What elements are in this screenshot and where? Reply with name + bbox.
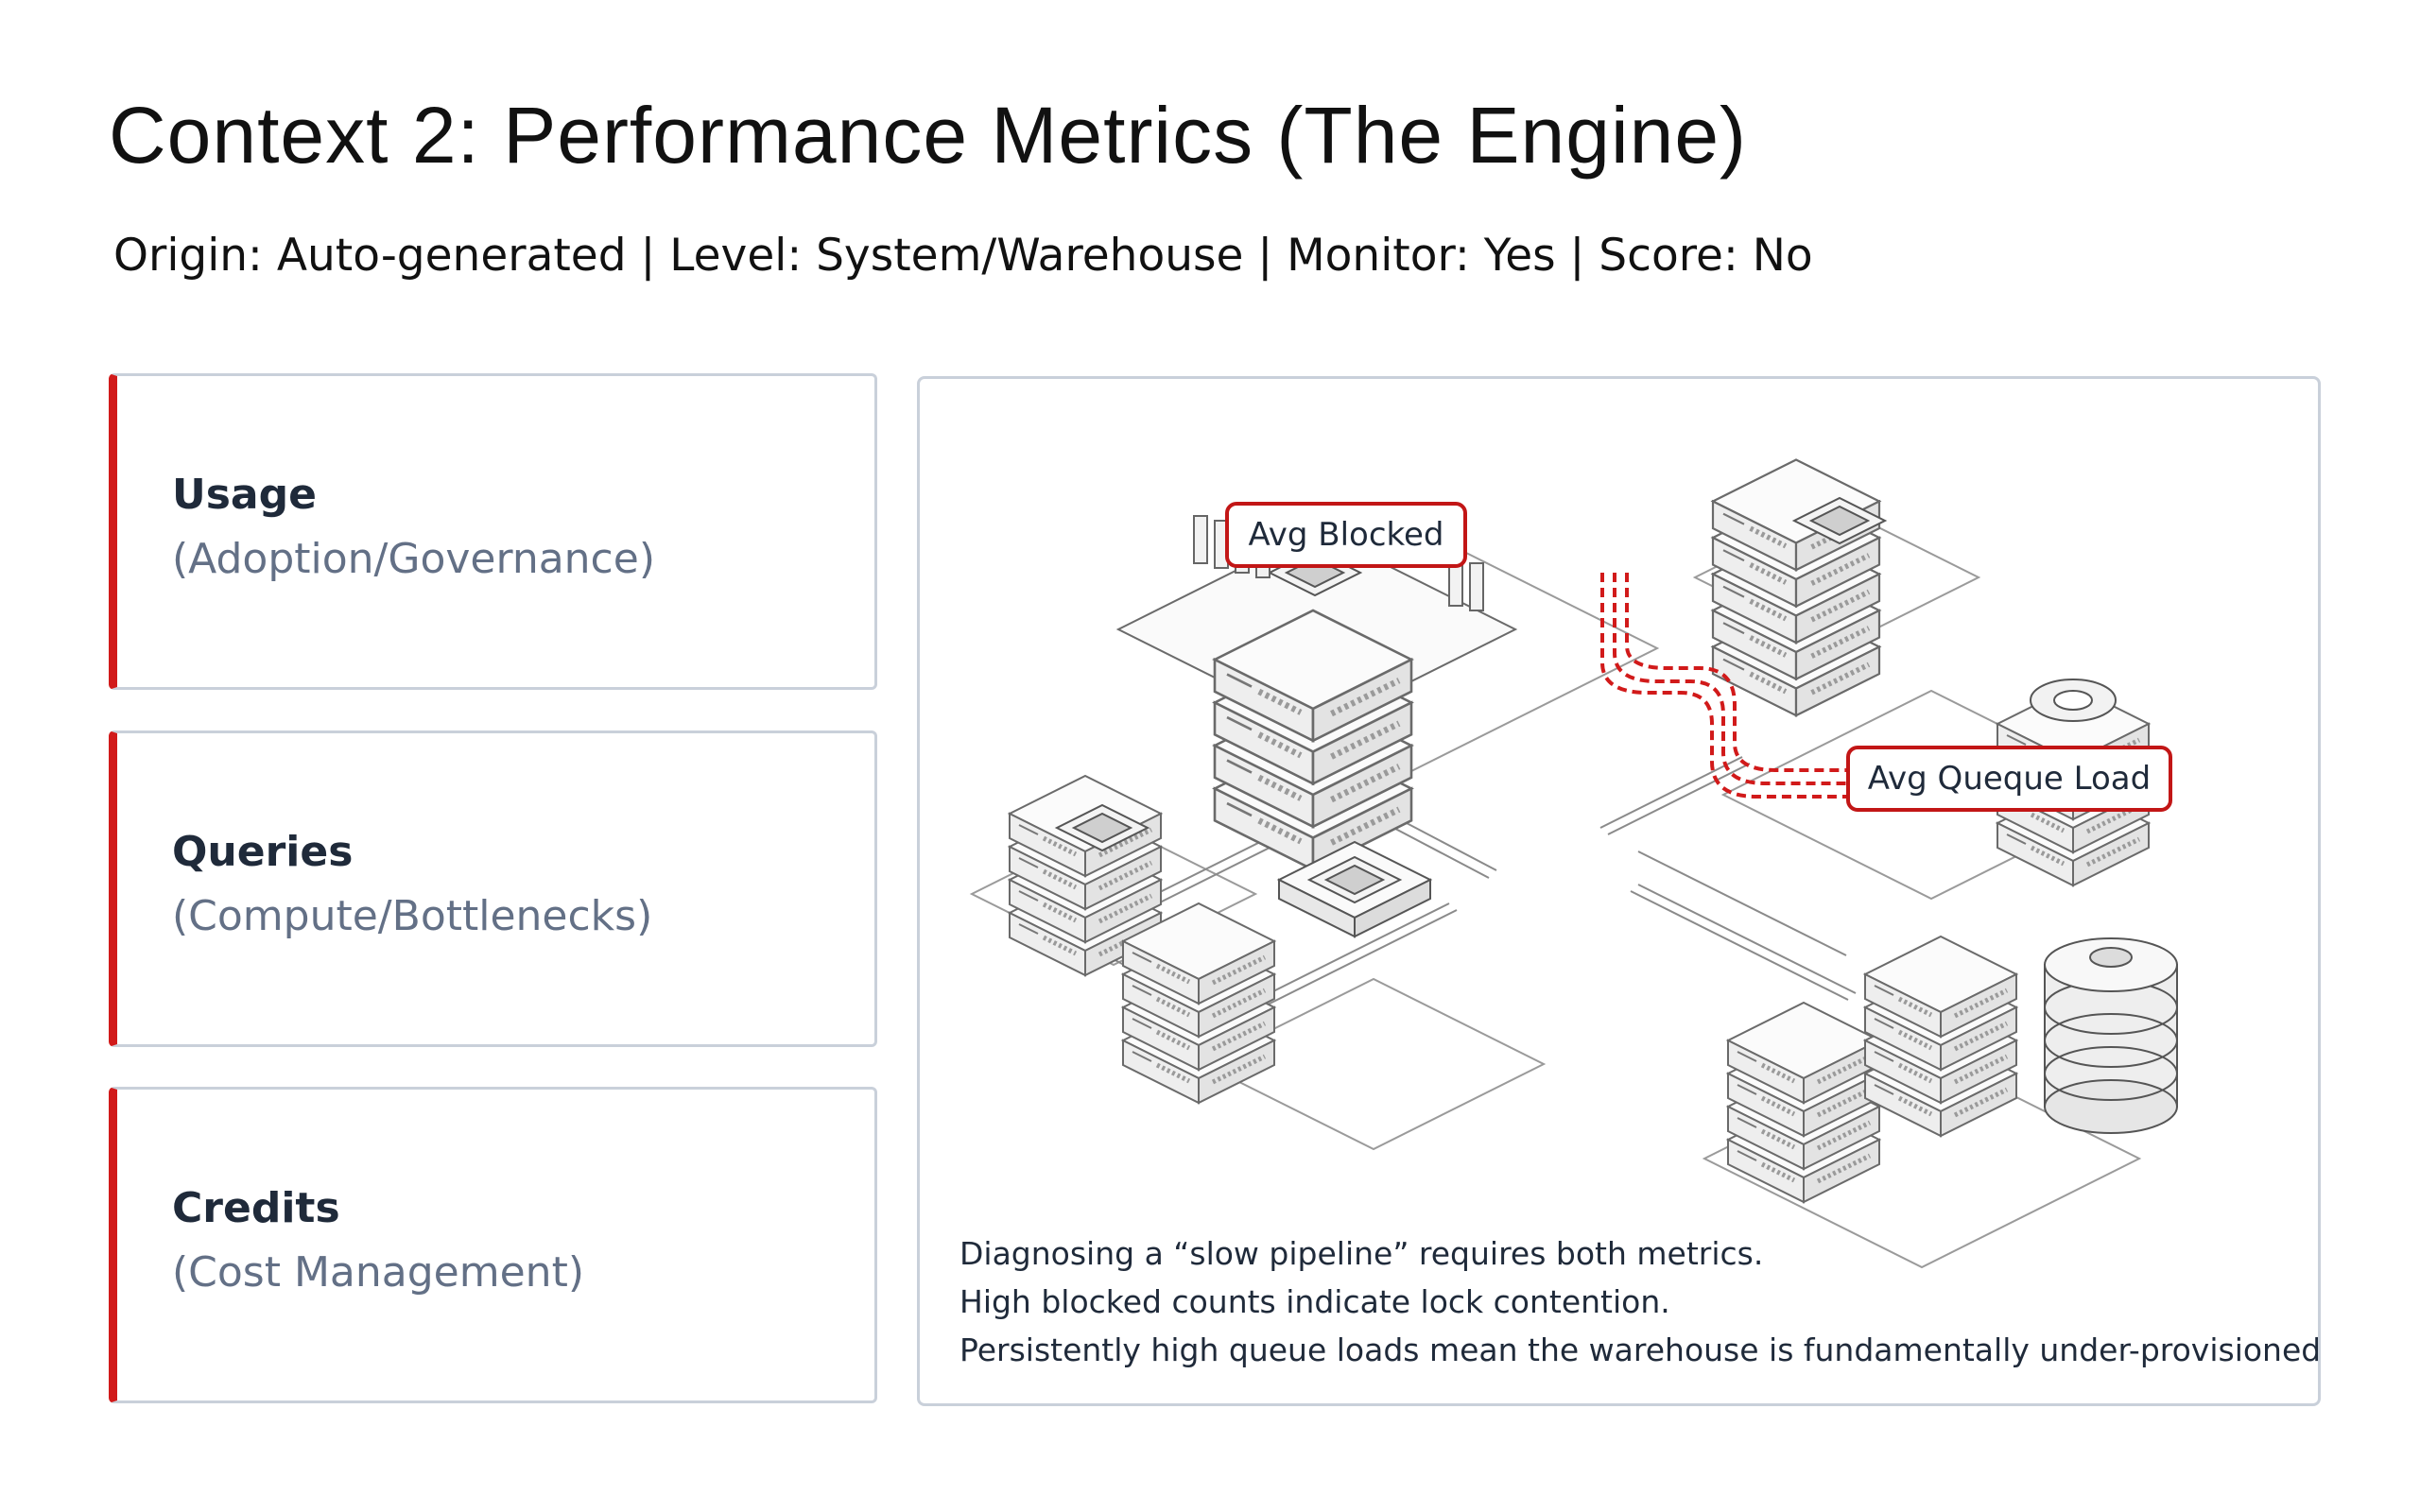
card-name: Queries xyxy=(172,828,354,876)
database-cylinder xyxy=(2044,937,2178,1134)
metric-card-queries: Queries (Compute/Bottlenecks) xyxy=(109,730,877,1047)
storage-array-right xyxy=(1997,679,2149,885)
server-network-illustration xyxy=(969,379,2178,1269)
network-switch-central xyxy=(1276,840,1433,938)
card-description: (Adoption/Governance) xyxy=(172,535,655,583)
metric-card-credits: Credits (Cost Management) xyxy=(109,1087,877,1403)
page-title: Context 2: Performance Metrics (The Engi… xyxy=(109,91,1748,180)
caption-line: High blocked counts indicate lock conten… xyxy=(959,1283,1670,1320)
card-description: (Cost Management) xyxy=(172,1248,584,1297)
server-rack-bottom-middle xyxy=(1123,903,1274,1103)
card-name: Credits xyxy=(172,1184,340,1232)
server-rack-top-right xyxy=(1713,460,1886,716)
server-rack-top xyxy=(1115,515,1518,869)
callout-connectors xyxy=(1600,573,1865,799)
callout-avg-queue-load: Avg Queque Load xyxy=(1846,746,2172,812)
diagram-caption: Diagnosing a “slow pipeline” requires bo… xyxy=(959,1229,2321,1374)
card-name: Usage xyxy=(172,471,317,519)
server-rack-bottom-right xyxy=(1728,936,2016,1202)
page-subtitle: Origin: Auto-generated | Level: System/W… xyxy=(113,230,1813,282)
metric-card-usage: Usage (Adoption/Governance) xyxy=(109,373,877,690)
card-description: (Compute/Bottlenecks) xyxy=(172,892,653,940)
callout-avg-blocked: Avg Blocked xyxy=(1225,502,1467,568)
caption-line: Persistently high queue loads mean the w… xyxy=(959,1332,2321,1368)
floor-tile xyxy=(1201,977,1547,1151)
caption-line: Diagnosing a “slow pipeline” requires bo… xyxy=(959,1235,1764,1272)
diagram-panel: Avg Blocked Avg Queque Load Diagnosing a… xyxy=(917,376,2321,1406)
